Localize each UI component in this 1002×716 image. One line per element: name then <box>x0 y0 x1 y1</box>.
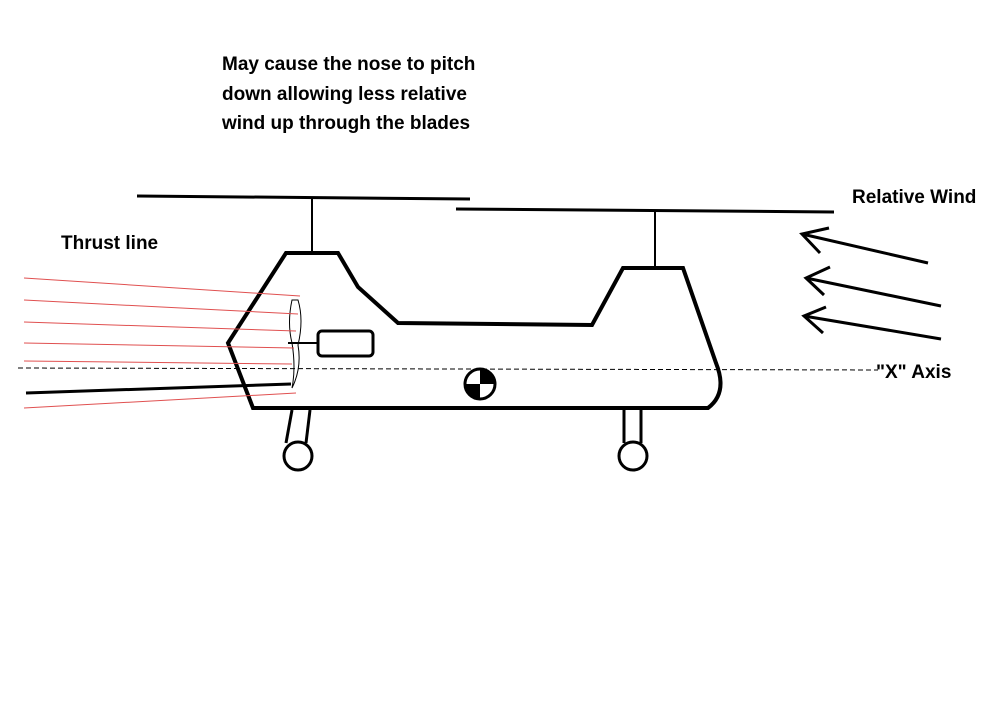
propeller <box>289 299 302 389</box>
wind-arrow <box>803 314 942 341</box>
relative-wind-label: Relative Wind <box>852 187 977 208</box>
x-axis-label: "X" Axis <box>876 362 952 383</box>
rear-rotor-blade <box>455 207 835 214</box>
helicopter-fuselage <box>225 251 723 410</box>
thrust-line-label: Thrust line <box>61 233 159 254</box>
annotation-line: May cause the nose to pitch <box>222 54 476 75</box>
pitch-annotation: May cause the nose to pitch down allowing… <box>222 50 475 139</box>
annotation-line: wind up through the blades <box>222 113 471 134</box>
wind-arrow <box>801 232 929 265</box>
front-landing-gear <box>282 409 314 472</box>
thrust-lines <box>23 277 301 409</box>
center-of-gravity-icon <box>463 367 497 401</box>
x-axis-line <box>17 367 879 371</box>
relative-wind-arrows <box>799 226 942 341</box>
thrust-line-black <box>25 382 292 395</box>
rear-landing-gear <box>617 410 649 472</box>
cockpit-window <box>316 329 375 358</box>
front-rotor-blade <box>136 194 471 201</box>
annotation-line: down allowing less relative <box>222 83 467 105</box>
wind-arrow <box>805 276 942 308</box>
